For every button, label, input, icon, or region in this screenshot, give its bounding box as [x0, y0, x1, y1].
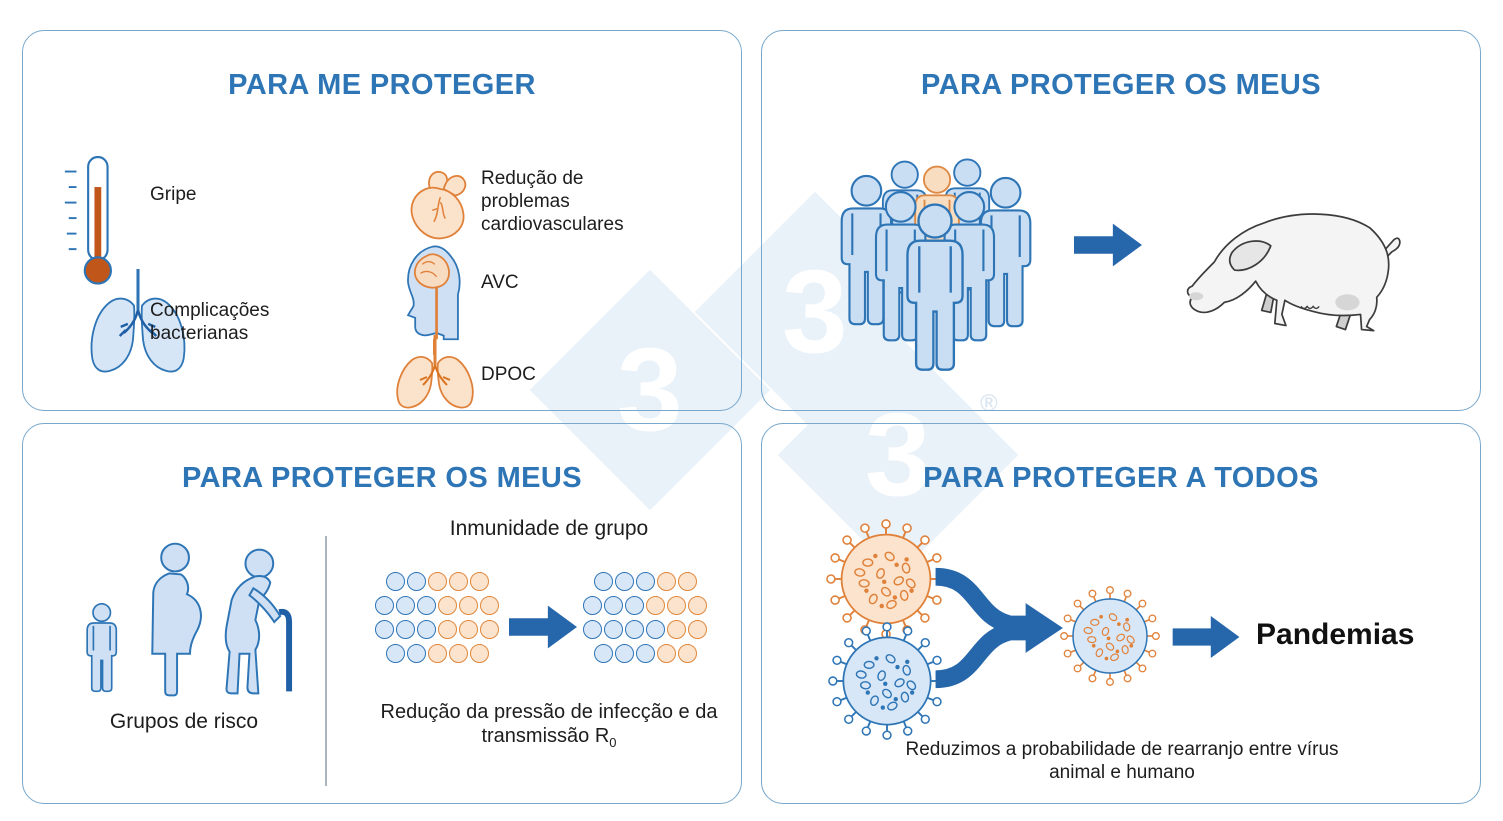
vaccinated-dot	[625, 620, 644, 639]
susceptible-dot	[469, 644, 489, 663]
susceptible-dot	[677, 644, 697, 663]
susceptible-dot	[448, 644, 468, 663]
head-brain-icon	[406, 245, 461, 341]
vaccinated-dot	[593, 644, 613, 663]
susceptible-dot	[448, 572, 468, 591]
vaccinated-dot	[396, 620, 415, 639]
panel-title: PARA PROTEGER OS MEUS	[182, 462, 582, 494]
population-before	[371, 572, 503, 668]
merge-arrow-icon	[934, 567, 1063, 689]
vaccinated-dot	[625, 596, 644, 615]
susceptible-dot	[656, 572, 676, 591]
outcome-label: Pandemias	[1256, 618, 1415, 651]
vaccinated-dot	[583, 596, 602, 615]
panel-title: PARA ME PROTEGER	[228, 69, 536, 101]
susceptible-dot	[469, 572, 489, 591]
vaccinated-dot	[614, 572, 634, 591]
panel-protect-all: PARA PROTEGER A TODOS Pandemias Reduzimo…	[761, 423, 1481, 804]
caption-line1: Redução da pressão de infecção e da	[380, 701, 718, 723]
vaccinated-dot	[604, 620, 623, 639]
population-after	[579, 572, 711, 668]
item-label-dpoc: DPOC	[481, 364, 536, 385]
susceptible-dot	[438, 596, 457, 615]
pig-icon	[1186, 213, 1401, 332]
vaccinated-dot	[583, 620, 602, 639]
susceptible-dot	[646, 596, 665, 615]
risk-groups-label: Grupos de risco	[109, 710, 259, 733]
susceptible-dot	[459, 620, 478, 639]
vaccinated-dot	[385, 572, 405, 591]
vaccinated-dot	[604, 596, 623, 615]
vaccinated-dot	[385, 644, 405, 663]
panel-title: PARA PROTEGER OS MEUS	[921, 69, 1321, 101]
caption-line2: animal e humano	[1049, 762, 1195, 784]
susceptible-dot	[656, 644, 676, 663]
item-label-avc: AVC	[481, 272, 519, 293]
susceptible-dot	[677, 572, 697, 591]
herd-immunity-title: Inmunidade de grupo	[449, 517, 649, 540]
lungs-icon	[90, 269, 186, 373]
crowd-icon	[840, 158, 1032, 371]
susceptible-dot	[667, 596, 686, 615]
reassortment-caption: Reduzimos a probabilidade de rearranjo e…	[852, 738, 1392, 784]
vaccinated-dot	[406, 572, 426, 591]
virus-reassorted-icon	[1060, 586, 1160, 686]
caption-line2: transmissão R	[481, 725, 610, 748]
vaccinated-dot	[375, 596, 394, 615]
thermometer-icon	[64, 155, 113, 285]
susceptible-dot	[427, 644, 447, 663]
heart-icon	[410, 170, 467, 240]
r0-subscript: 0	[609, 735, 617, 751]
panel-protect-family: PARA PROTEGER OS MEUS	[761, 30, 1481, 411]
elderly-figure	[224, 548, 293, 695]
risk-groups-illustration	[86, 542, 293, 697]
vaccinated-dot	[396, 596, 415, 615]
herd-immunity-caption: Redução da pressão de infecção e da tran…	[345, 700, 753, 751]
item-label-gripe: Gripe	[150, 184, 197, 205]
copd-lungs-icon	[396, 335, 474, 409]
susceptible-dot	[480, 620, 499, 639]
susceptible-dot	[688, 596, 707, 615]
item-label-complicacoes: Complicações bacterianas	[150, 300, 270, 345]
caption-line1: Reduzimos a probabilidade de rearranjo e…	[905, 739, 1339, 760]
arrow-right-icon	[1074, 223, 1142, 267]
vaccinated-dot	[406, 644, 426, 663]
virus-blue-icon	[828, 622, 946, 740]
pregnant-woman-figure	[151, 542, 202, 697]
susceptible-dot	[459, 596, 478, 615]
vaccinated-dot	[646, 620, 665, 639]
susceptible-dot	[427, 572, 447, 591]
panel-protect-groups: PARA PROTEGER OS MEUS Grupos de risco In	[22, 423, 742, 804]
vaccinated-dot	[635, 644, 655, 663]
virus-orange-icon	[826, 519, 946, 639]
vaccinated-dot	[417, 620, 436, 639]
vaccinated-dot	[417, 596, 436, 615]
child-figure	[86, 603, 118, 693]
item-label-cardio: Redução de problemas cardiovasculares	[481, 168, 624, 236]
arrow-right-icon	[1172, 616, 1240, 658]
panel-protect-me: PARA ME PROTEGER Gripe	[22, 30, 742, 411]
susceptible-dot	[667, 620, 686, 639]
arrow-right-icon	[509, 605, 577, 649]
susceptible-dot	[688, 620, 707, 639]
vaccinated-dot	[635, 572, 655, 591]
vaccinated-dot	[375, 620, 394, 639]
susceptible-dot	[480, 596, 499, 615]
susceptible-dot	[438, 620, 457, 639]
vaccinated-dot	[614, 644, 634, 663]
panel-title: PARA PROTEGER A TODOS	[923, 462, 1319, 494]
vaccinated-dot	[593, 572, 613, 591]
section-divider	[325, 536, 327, 786]
